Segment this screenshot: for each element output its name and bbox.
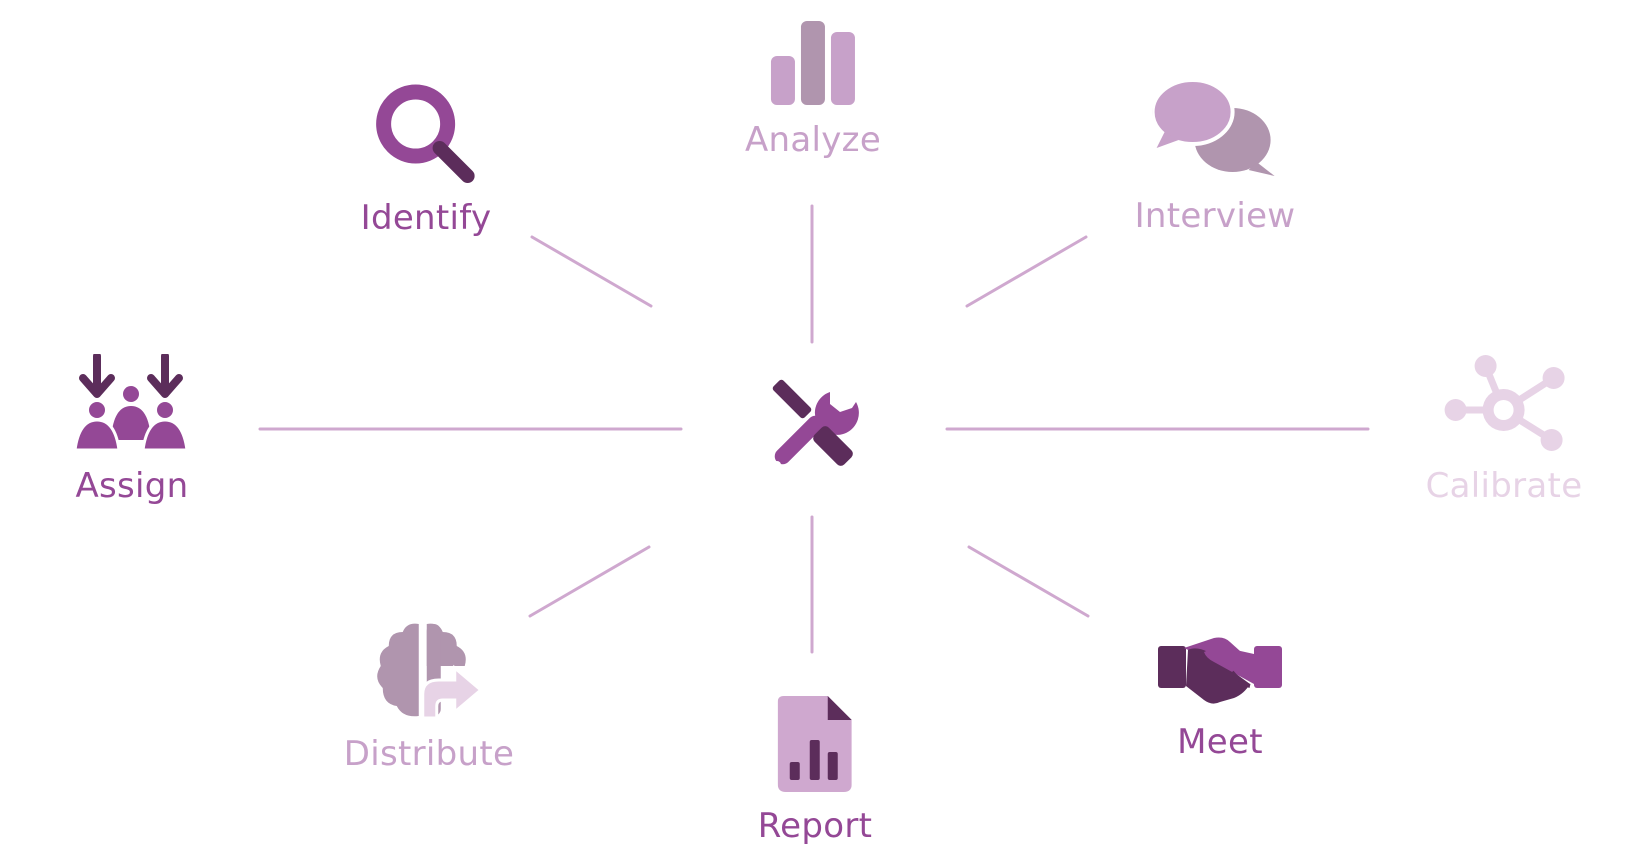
connector-distribute xyxy=(528,545,651,618)
node-interview[interactable]: Interview xyxy=(1135,78,1296,236)
node-identify[interactable]: Identify xyxy=(361,84,492,238)
network-hub-icon xyxy=(1445,355,1565,451)
bar-chart-icon xyxy=(770,21,855,105)
label-calibrate: Calibrate xyxy=(1425,466,1583,506)
label-meet: Meet xyxy=(1177,722,1263,762)
node-meet[interactable]: Meet xyxy=(1158,632,1282,762)
node-analyze[interactable]: Analyze xyxy=(745,20,881,160)
connector-interview xyxy=(965,235,1088,308)
people-assign-icon xyxy=(73,354,189,452)
label-assign: Assign xyxy=(75,466,189,506)
report-doc-icon xyxy=(777,696,852,792)
node-report[interactable]: Report xyxy=(758,696,873,846)
chat-bubbles-icon xyxy=(1152,78,1275,176)
label-report: Report xyxy=(757,806,873,846)
connector-meet xyxy=(967,545,1090,618)
magnifier-icon xyxy=(376,84,475,183)
label-identify: Identify xyxy=(360,198,492,238)
label-distribute: Distribute xyxy=(343,734,515,774)
tools-icon xyxy=(772,379,859,469)
brain-share-icon xyxy=(377,623,484,720)
label-analyze: Analyze xyxy=(744,120,882,160)
label-interview: Interview xyxy=(1134,196,1296,236)
node-assign[interactable]: Assign xyxy=(73,354,191,506)
connector-identify xyxy=(530,235,653,308)
node-distribute[interactable]: Distribute xyxy=(344,622,514,774)
center-hub xyxy=(760,378,864,482)
handshake-icon xyxy=(1158,637,1282,704)
node-calibrate[interactable]: Calibrate xyxy=(1426,354,1583,506)
